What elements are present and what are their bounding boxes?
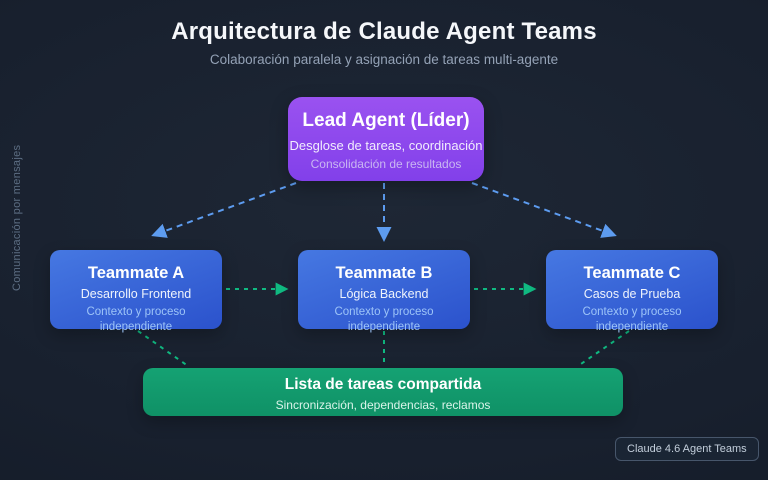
task-list-title: Lista de tareas compartida bbox=[284, 376, 482, 393]
node-teammate-a: Teammate A Desarrollo Frontend Contexto … bbox=[50, 250, 222, 333]
node-lead-agent: Lead Agent (Líder) Desglose de tareas, c… bbox=[288, 97, 484, 181]
task-list-description: Sincronización, dependencias, reclamos bbox=[275, 398, 491, 412]
connector-lead-to-teammate-c bbox=[471, 182, 617, 238]
lead-agent-subdescription: Consolidación de resultados bbox=[310, 157, 462, 171]
node-teammate-c: Teammate C Casos de Prueba Contexto y pr… bbox=[546, 250, 718, 333]
page-title: Arquitectura de Claude Agent Teams bbox=[171, 18, 597, 45]
teammate-c-title: Teammate C bbox=[583, 264, 681, 282]
lead-agent-description: Desglose de tareas, coordinación bbox=[289, 138, 483, 153]
teammate-a-role: Desarrollo Frontend bbox=[80, 287, 192, 301]
teammate-b-title: Teammate B bbox=[335, 264, 433, 282]
node-shared-task-list: Lista de tareas compartida Sincronizació… bbox=[143, 368, 623, 416]
version-badge: Claude 4.6 Agent Teams bbox=[615, 437, 759, 461]
connector-teammate-a-to-tasklist bbox=[137, 330, 189, 367]
teammate-a-note: Contexto y proceso independiente bbox=[86, 306, 186, 333]
lead-agent-title: Lead Agent (Líder) bbox=[302, 110, 470, 131]
connector-lead-to-teammate-a bbox=[151, 182, 297, 238]
page-subtitle: Colaboración paralela y asignación de ta… bbox=[209, 52, 559, 67]
teammate-c-role: Casos de Prueba bbox=[583, 287, 681, 301]
node-teammate-b: Teammate B Lógica Backend Contexto y pro… bbox=[298, 250, 470, 333]
teammate-b-role: Lógica Backend bbox=[339, 287, 429, 301]
teammate-c-note: Contexto y proceso independiente bbox=[582, 306, 682, 333]
connector-teammate-c-to-tasklist bbox=[577, 330, 630, 367]
teammate-b-note: Contexto y proceso independiente bbox=[334, 306, 434, 333]
teammate-a-title: Teammate A bbox=[87, 264, 185, 282]
